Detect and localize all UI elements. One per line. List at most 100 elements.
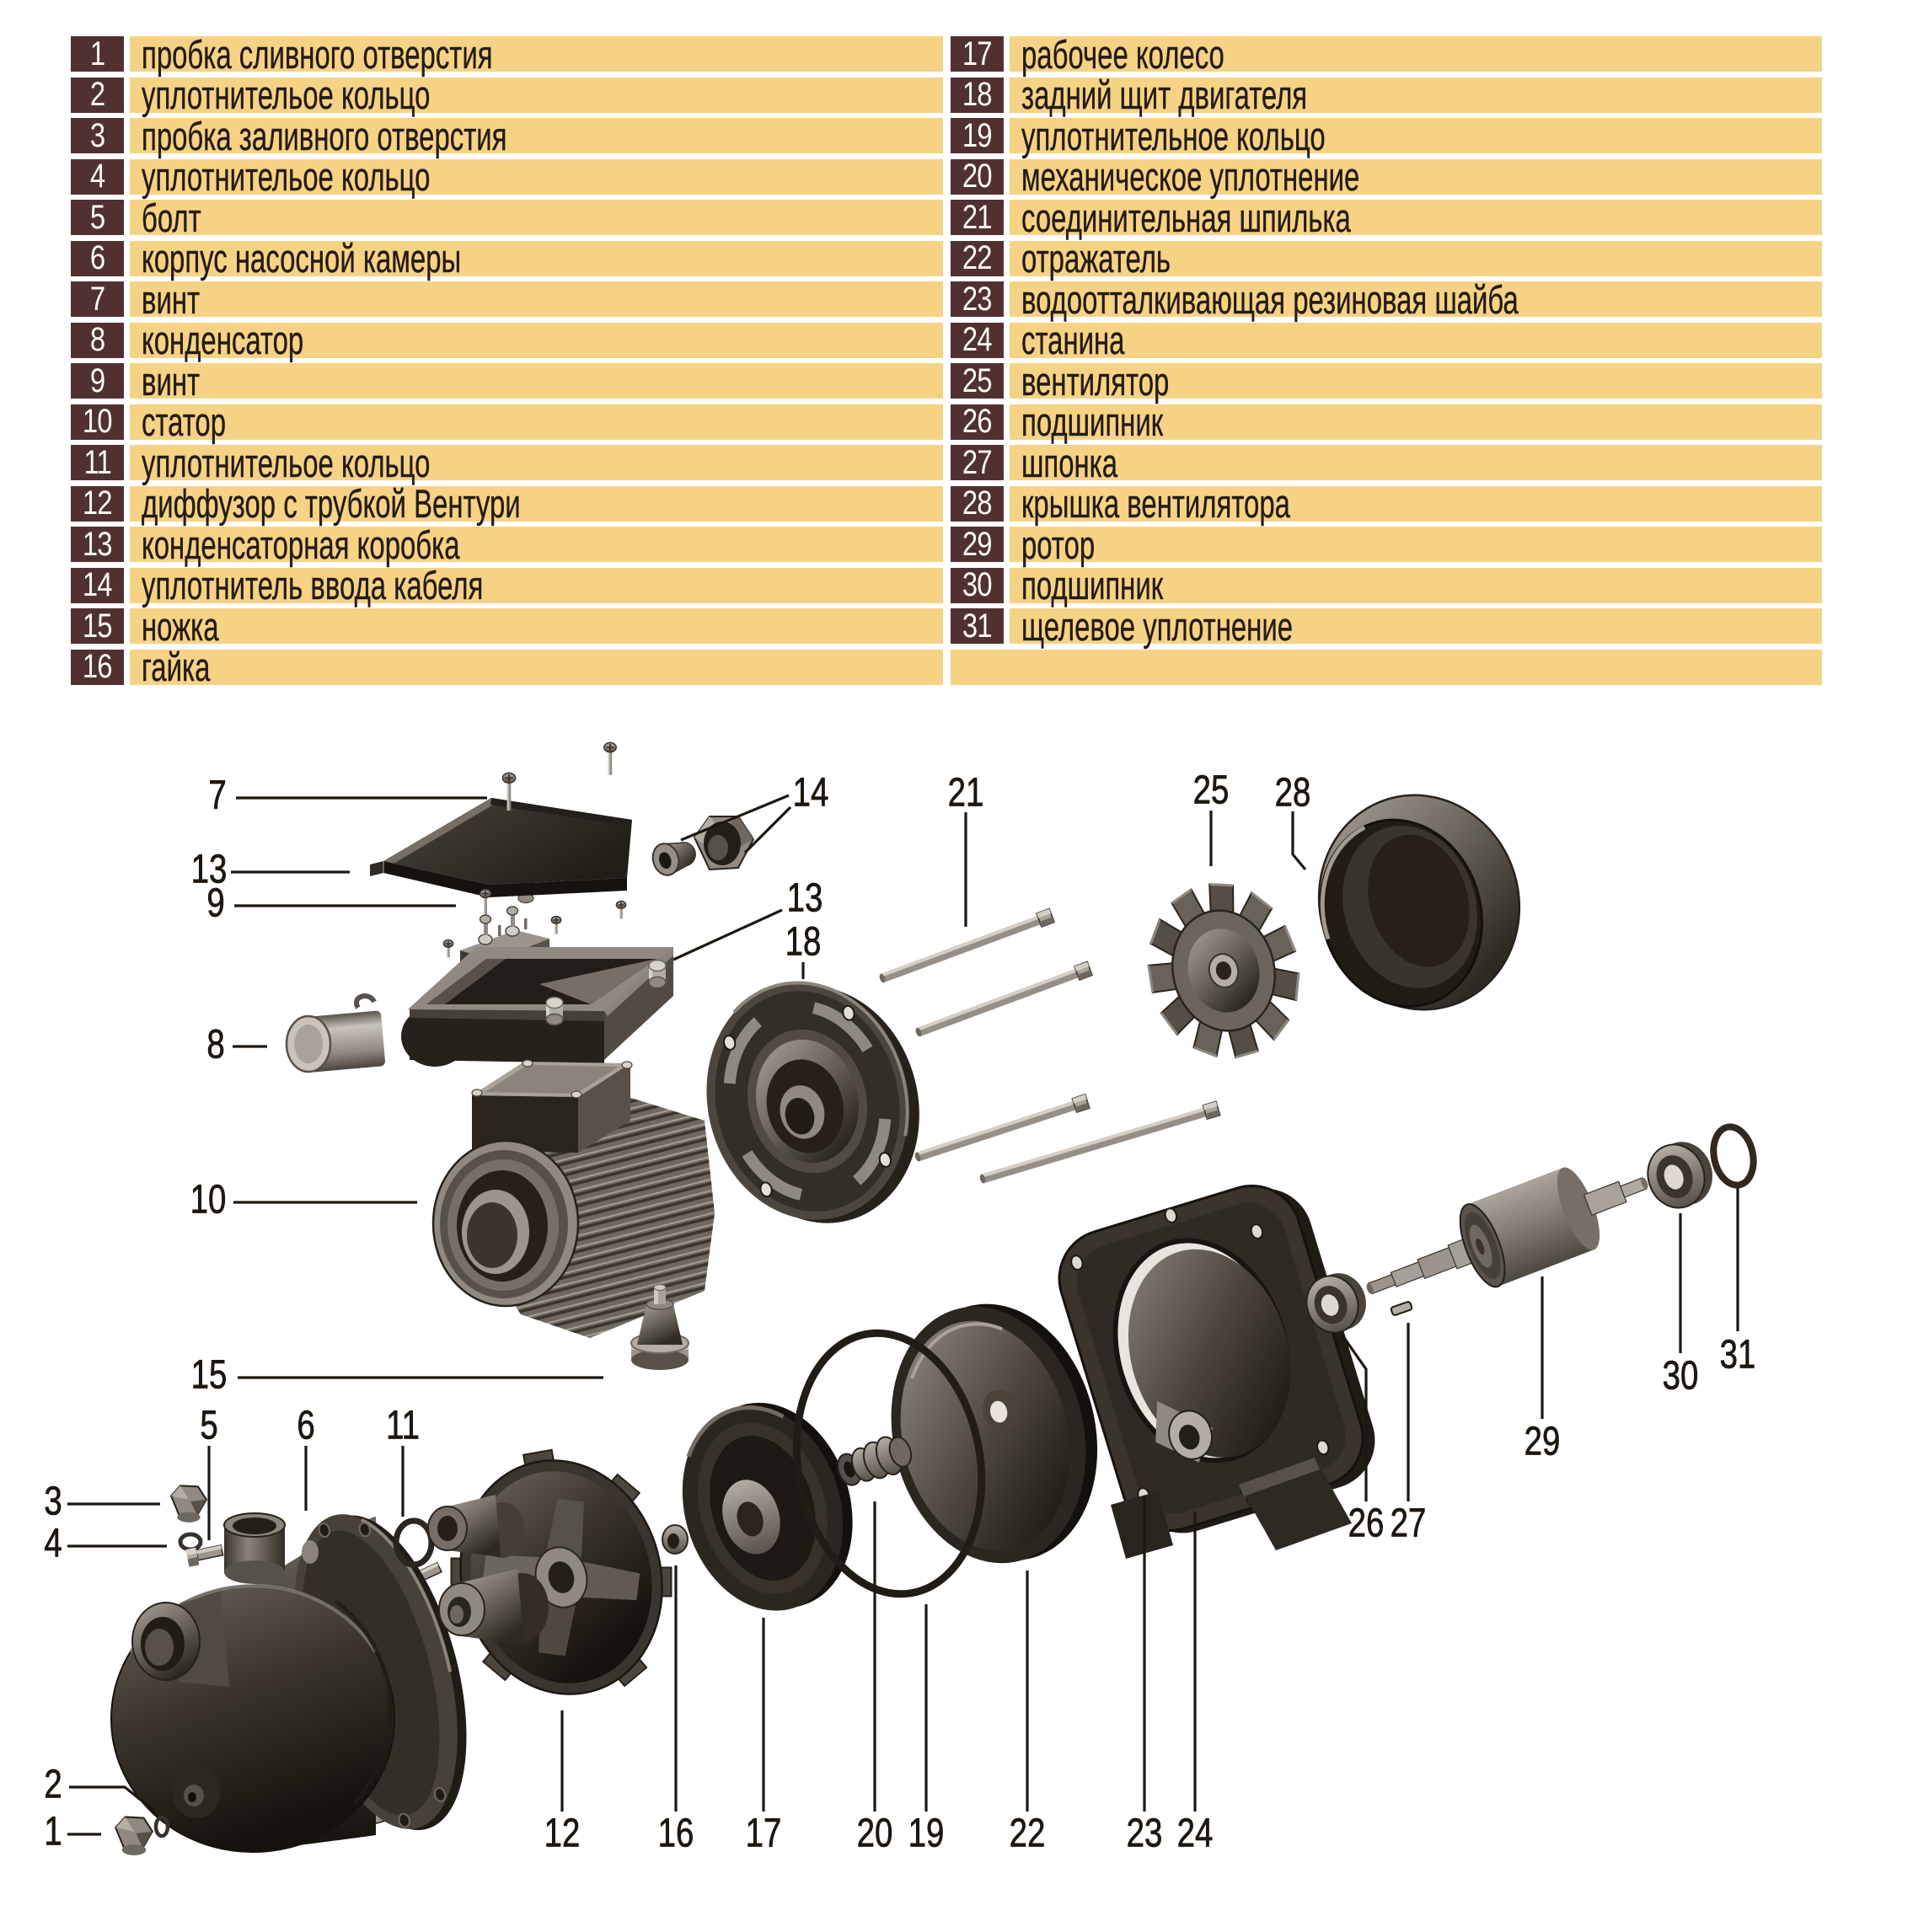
- screw-small-right2: [615, 900, 627, 919]
- part-number-badge: 21: [951, 199, 1004, 236]
- callout-number: 28: [1275, 770, 1311, 815]
- part-label-bar: уплотнительое кольцо: [130, 154, 943, 199]
- legend-row: 2 уплотнительое кольцо: [0, 72, 1913, 117]
- part-label: водоотталкивающая резиновая шайба: [1021, 276, 1519, 322]
- diagram-parts: [110, 741, 1757, 1855]
- callout-number: 15: [191, 1352, 228, 1397]
- part-label-bar: щелевое уплотнение: [1010, 603, 1822, 649]
- part-number-badge: 14: [71, 566, 124, 603]
- legend-row: 1 пробка сливного отверстия: [0, 31, 1913, 77]
- part-label-bar: рабочее колесо: [1010, 31, 1822, 77]
- part-label-bar: водоотталкивающая резиновая шайба: [1010, 276, 1822, 322]
- o-ring-19: [792, 1329, 986, 1598]
- part-label: конденсаторная коробка: [142, 522, 460, 567]
- callout-9: 9: [206, 880, 456, 926]
- part-number: 24: [962, 321, 993, 358]
- part-number: 17: [962, 35, 993, 72]
- part-label: рабочее колесо: [1021, 31, 1224, 77]
- part-number-badge: 9: [71, 362, 124, 399]
- legend-empty-bar: [951, 649, 1822, 685]
- callout-18: 18: [785, 919, 822, 979]
- part-number: 2: [89, 76, 105, 113]
- part-label: подшипник: [1021, 399, 1164, 444]
- part-label: ротор: [1021, 522, 1096, 567]
- callout-number: 1: [44, 1809, 62, 1854]
- part-label: станина: [1021, 318, 1125, 362]
- part-number-badge: 5: [71, 199, 124, 236]
- callout-number: 3: [44, 1479, 62, 1523]
- part-number-badge: 23: [951, 281, 1004, 318]
- screw-7b: [603, 741, 617, 775]
- leader-line: [680, 794, 790, 842]
- callout-number: 20: [857, 1811, 893, 1855]
- capacitor: [285, 993, 386, 1073]
- part-number-badge: 8: [71, 321, 124, 358]
- part-label-bar: диффузор с трубкой Вентури: [130, 481, 943, 526]
- callout-28: 28: [1274, 770, 1311, 871]
- leader-line: [1341, 1335, 1368, 1501]
- part-label: отражатель: [1021, 236, 1171, 281]
- bracket-detail: [1058, 1184, 1375, 1533]
- key-27: [1390, 1301, 1413, 1316]
- part-number-badge: 26: [951, 403, 1004, 440]
- callout-number: 22: [1010, 1811, 1046, 1855]
- screw-small-right: [550, 915, 562, 934]
- part-number-badge: 7: [71, 281, 124, 318]
- part-number-badge: 31: [951, 607, 1004, 645]
- part-label-bar: крышка вентилятора: [1010, 481, 1822, 526]
- part-label-bar: пробка сливного отверстия: [130, 31, 943, 77]
- part-label: конденсатор: [142, 318, 304, 362]
- part-number-badge: 2: [71, 76, 124, 113]
- callout-20: 20: [856, 1501, 893, 1856]
- callout-3: 3: [44, 1479, 160, 1524]
- callout-6: 6: [297, 1403, 315, 1511]
- part-number: 1: [89, 35, 105, 72]
- part-label-bar: вентилятор: [1010, 358, 1822, 404]
- legend-row: 5 болт: [0, 195, 1913, 240]
- part-label-bar: ножка: [130, 603, 943, 649]
- fan: [1147, 883, 1300, 1059]
- part-label-bar: винт: [130, 358, 943, 404]
- mechanical-seal: [837, 1436, 913, 1486]
- parts-legend: 1 пробка сливного отверстия 2 уплотнительое…: [0, 0, 1913, 699]
- part-number-badge: 1: [71, 35, 124, 72]
- part-number: 14: [83, 566, 113, 603]
- callout-number: 13: [787, 875, 823, 920]
- callout-number: 5: [200, 1403, 217, 1448]
- part-label: диффузор с трубкой Вентури: [142, 481, 521, 526]
- part-number-badge: 17: [951, 35, 1004, 72]
- leader-line: [1291, 811, 1307, 871]
- terminal-box-cover: [370, 798, 632, 904]
- stud-21c: [914, 1093, 1090, 1162]
- part-number-badge: 18: [951, 76, 1004, 113]
- part-label: болт: [142, 195, 201, 240]
- callout-number: 27: [1391, 1501, 1427, 1545]
- bolt-5: [185, 1544, 224, 1567]
- part-number: 10: [83, 403, 113, 440]
- callout-29: 29: [1524, 1276, 1561, 1464]
- stud-21b: [915, 961, 1093, 1037]
- part-label-bar: шпонка: [1010, 440, 1822, 485]
- pump-body: [110, 1512, 467, 1853]
- part-label: пробка сливного отверстия: [142, 31, 493, 77]
- part-number-badge: 15: [71, 607, 124, 645]
- callout-7: 7: [208, 773, 487, 818]
- part-number-badge: 6: [71, 239, 124, 276]
- part-label-bar: гайка: [130, 645, 943, 689]
- callout-number: 29: [1525, 1419, 1561, 1464]
- part-label-bar: подшипник: [1010, 399, 1822, 444]
- part-number: 3: [89, 116, 105, 154]
- part-label-bar: пробка заливного отверстия: [130, 113, 943, 158]
- part-label-bar: уплотнительое кольцо: [130, 72, 943, 117]
- part-label-bar: статор: [130, 399, 943, 444]
- impeller: [682, 1402, 853, 1611]
- legend-row: 24 станина: [0, 318, 1913, 362]
